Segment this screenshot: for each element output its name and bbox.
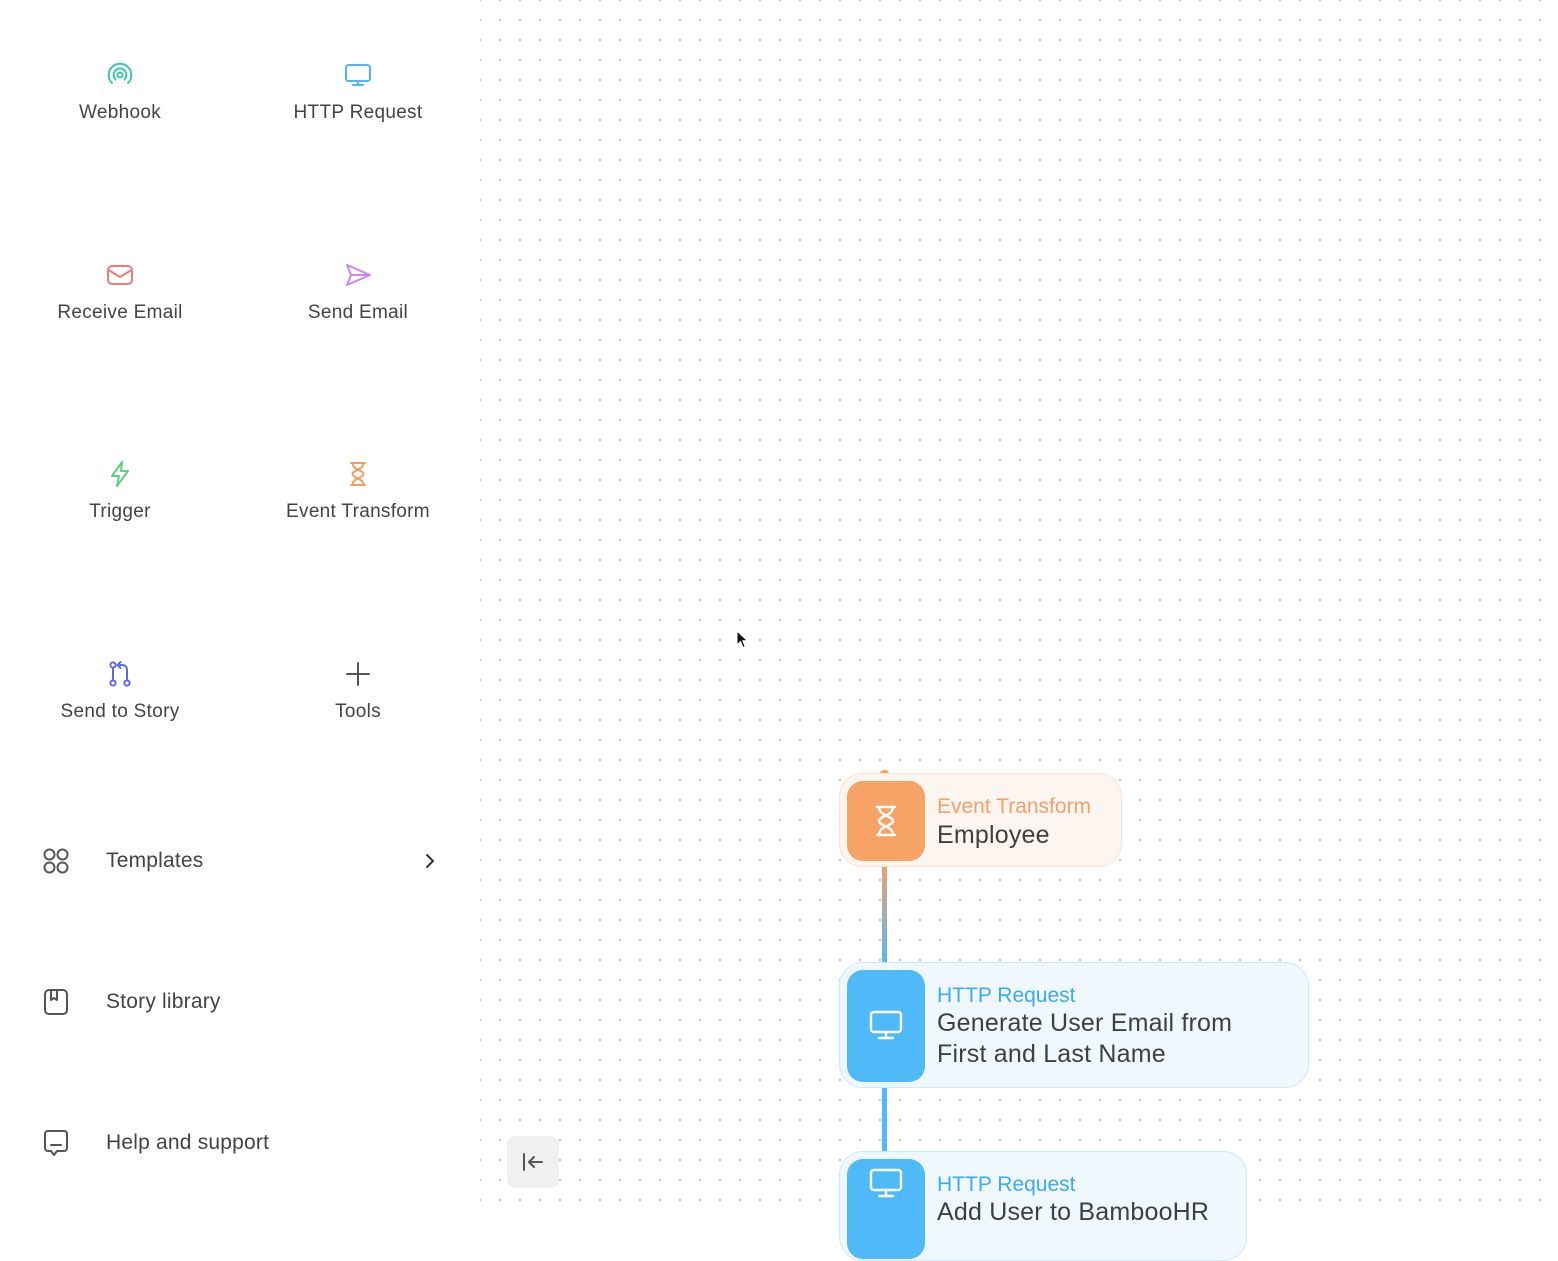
nav-help-and-support[interactable]: Help and support [40, 1123, 440, 1163]
tool-tools[interactable]: Tools [238, 659, 478, 749]
tool-label: Trigger [89, 501, 151, 522]
grid-circles-icon [40, 845, 72, 877]
sidebar: Webhook HTTP Request Receive Email Send … [0, 0, 480, 1210]
tool-webhook[interactable]: Webhook [0, 60, 240, 150]
collapse-left-icon [523, 1153, 543, 1171]
tool-http-request[interactable]: HTTP Request [238, 60, 478, 150]
nav-label: Templates [106, 849, 204, 872]
send-icon [346, 264, 371, 286]
connector-line [882, 860, 887, 970]
node-type-label: HTTP Request [937, 984, 1076, 1007]
chevron-right-icon [426, 854, 434, 868]
lightning-icon [111, 461, 129, 487]
git-pull-request-icon [109, 661, 131, 687]
monitor-icon [345, 64, 371, 86]
node-type-label: Event Transform [937, 795, 1092, 818]
connector-line [882, 1080, 887, 1160]
node-badge [847, 1159, 925, 1259]
tool-label: Event Transform [286, 501, 430, 522]
tool-receive-email[interactable]: Receive Email [0, 260, 240, 350]
tool-label: Receive Email [57, 302, 183, 323]
node-title-line: First and Last Name [937, 1040, 1166, 1068]
nav-label: Story library [106, 990, 221, 1013]
node-http-request-add-user[interactable]: HTTP Request Add User to BambooHR [839, 1151, 1247, 1261]
node-badge [847, 781, 925, 861]
hourglass-icon [875, 805, 897, 837]
monitor-icon [869, 1010, 903, 1040]
nav-label: Help and support [106, 1131, 270, 1154]
node-type-label: HTTP Request [937, 1173, 1076, 1196]
tool-label: Tools [335, 701, 381, 722]
tool-send-to-story[interactable]: Send to Story [0, 659, 240, 749]
node-event-transform-employee[interactable]: Event Transform Employee [839, 773, 1122, 867]
tool-label: Send Email [307, 302, 409, 323]
nav-story-library[interactable]: Story library [40, 982, 440, 1022]
bookmark-book-icon [40, 986, 72, 1018]
node-title: Add User to BambooHR [937, 1198, 1210, 1226]
tool-label: Webhook [78, 102, 162, 123]
tool-label: HTTP Request [293, 102, 423, 123]
tool-trigger[interactable]: Trigger [0, 459, 240, 549]
webhook-icon [107, 62, 133, 84]
tool-event-transform[interactable]: Event Transform [238, 459, 478, 549]
node-title-line: Generate User Email from [937, 1009, 1233, 1037]
collapse-sidebar-button[interactable] [507, 1136, 559, 1188]
mouse-cursor-icon [736, 630, 749, 649]
tool-label: Send to Story [60, 701, 180, 722]
node-badge [847, 970, 925, 1082]
monitor-icon [869, 1168, 903, 1198]
nav-templates[interactable]: Templates [40, 841, 440, 881]
node-title: Employee [937, 821, 1050, 849]
chat-bubble-icon [40, 1127, 72, 1159]
hourglass-icon [350, 462, 366, 486]
plus-icon [346, 662, 370, 686]
envelope-icon [107, 265, 133, 285]
tool-send-email[interactable]: Send Email [238, 260, 478, 350]
node-http-request-generate-email[interactable]: HTTP Request Generate User Email from Fi… [839, 962, 1309, 1088]
